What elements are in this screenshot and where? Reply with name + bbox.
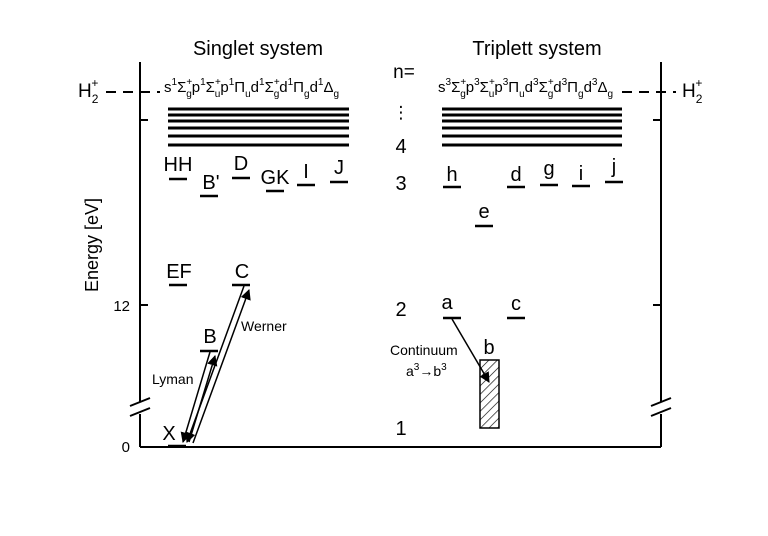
state-label-GK: GK: [261, 167, 291, 189]
state-label-a: a: [441, 292, 453, 314]
left-axis-break: [129, 397, 151, 417]
n-label-1: 1: [395, 418, 406, 440]
state-label-J: J: [334, 157, 344, 179]
state-label-d: d: [510, 164, 521, 186]
state-label-X: X: [162, 423, 175, 445]
singlet-level-lines: [168, 176, 348, 448]
n-label-4: 4: [395, 136, 406, 158]
y-axis-label: Energy [eV]: [82, 198, 102, 292]
werner-label: Werner: [241, 318, 287, 334]
singlet-series-labels: s1Σ+gp1Σ+up1Πud1Σ+gd1Πgd1Δg: [164, 77, 339, 100]
singlet-heading: Singlet system: [193, 38, 323, 60]
state-label-D: D: [234, 153, 248, 175]
state-label-B: B: [203, 326, 216, 348]
triplet-heading: Triplett system: [472, 38, 601, 60]
state-label-EF: EF: [166, 261, 192, 283]
continuum-label: Continuum: [390, 342, 458, 358]
state-label-b: b: [483, 337, 494, 359]
n-dots: ⋮: [393, 103, 410, 122]
continuum-arrow: [451, 318, 490, 383]
continuum-transition: a3→b3: [406, 362, 447, 379]
triplet-rydberg-band: [442, 107, 622, 147]
n-header: n=: [393, 62, 415, 83]
singlet-rydberg-band: [168, 107, 349, 147]
lyman-label: Lyman: [152, 371, 194, 387]
state-label-i: i: [579, 163, 583, 185]
state-label-C: C: [235, 261, 249, 283]
ion-limit-label-right: H2+: [682, 76, 703, 106]
n-label-3: 3: [395, 173, 406, 195]
right-axis-break: [650, 397, 672, 417]
ion-limit-label-left: H2+: [78, 76, 99, 106]
werner-arrow-down: [185, 285, 245, 443]
y-tick-label-0: 0: [122, 439, 130, 456]
state-label-j: j: [611, 156, 616, 178]
lyman-arrow-down: [180, 351, 211, 444]
state-label-B-prime: B': [202, 172, 219, 194]
werner-arrow-up: [192, 289, 251, 444]
state-label-HH: HH: [164, 154, 193, 176]
state-label-I: I: [303, 161, 309, 183]
y-tick-label-12: 12: [113, 298, 130, 315]
state-label-e: e: [478, 201, 489, 223]
state-label-h: h: [446, 164, 457, 186]
triplet-level-lines: [443, 180, 623, 320]
n-label-2: 2: [395, 299, 406, 321]
triplet-series-labels: s3Σ+gp3Σ+up3Πud3Σ+gd3Πgd3Δg: [438, 77, 613, 100]
state-label-c: c: [511, 293, 521, 315]
state-label-g: g: [543, 158, 554, 180]
